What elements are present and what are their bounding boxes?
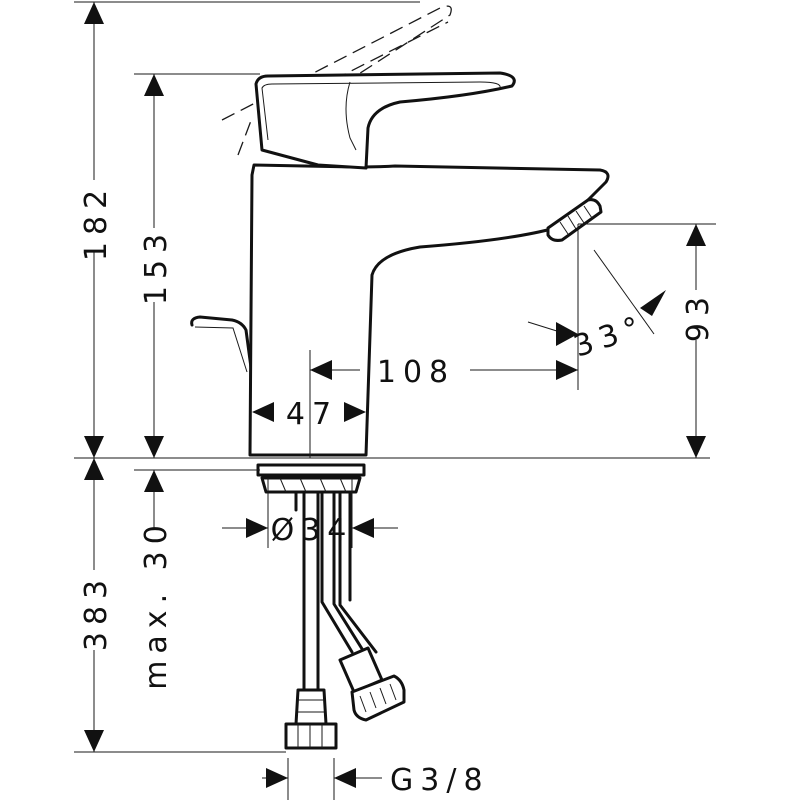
dim-spray-angle: 33°	[569, 308, 650, 364]
dim-spout-height: 153	[139, 227, 174, 305]
dim-total-height: 182	[79, 183, 114, 261]
dim-connection-thread: G3/8	[390, 763, 490, 798]
dim-thread-diameter: Ø34	[271, 513, 354, 548]
dimension-lines	[74, 1, 716, 800]
dim-body-width: 47	[286, 397, 338, 432]
dim-outlet-height: 93	[681, 290, 716, 342]
dimension-labels: 182 153 93 383 max. 30 108 47 Ø34 33° G3…	[79, 180, 716, 798]
faucet-outline	[190, 5, 610, 750]
dim-thread-length: 383	[79, 573, 114, 651]
dim-max-counter: max. 30	[139, 518, 174, 690]
dim-spout-reach: 108	[377, 355, 455, 390]
